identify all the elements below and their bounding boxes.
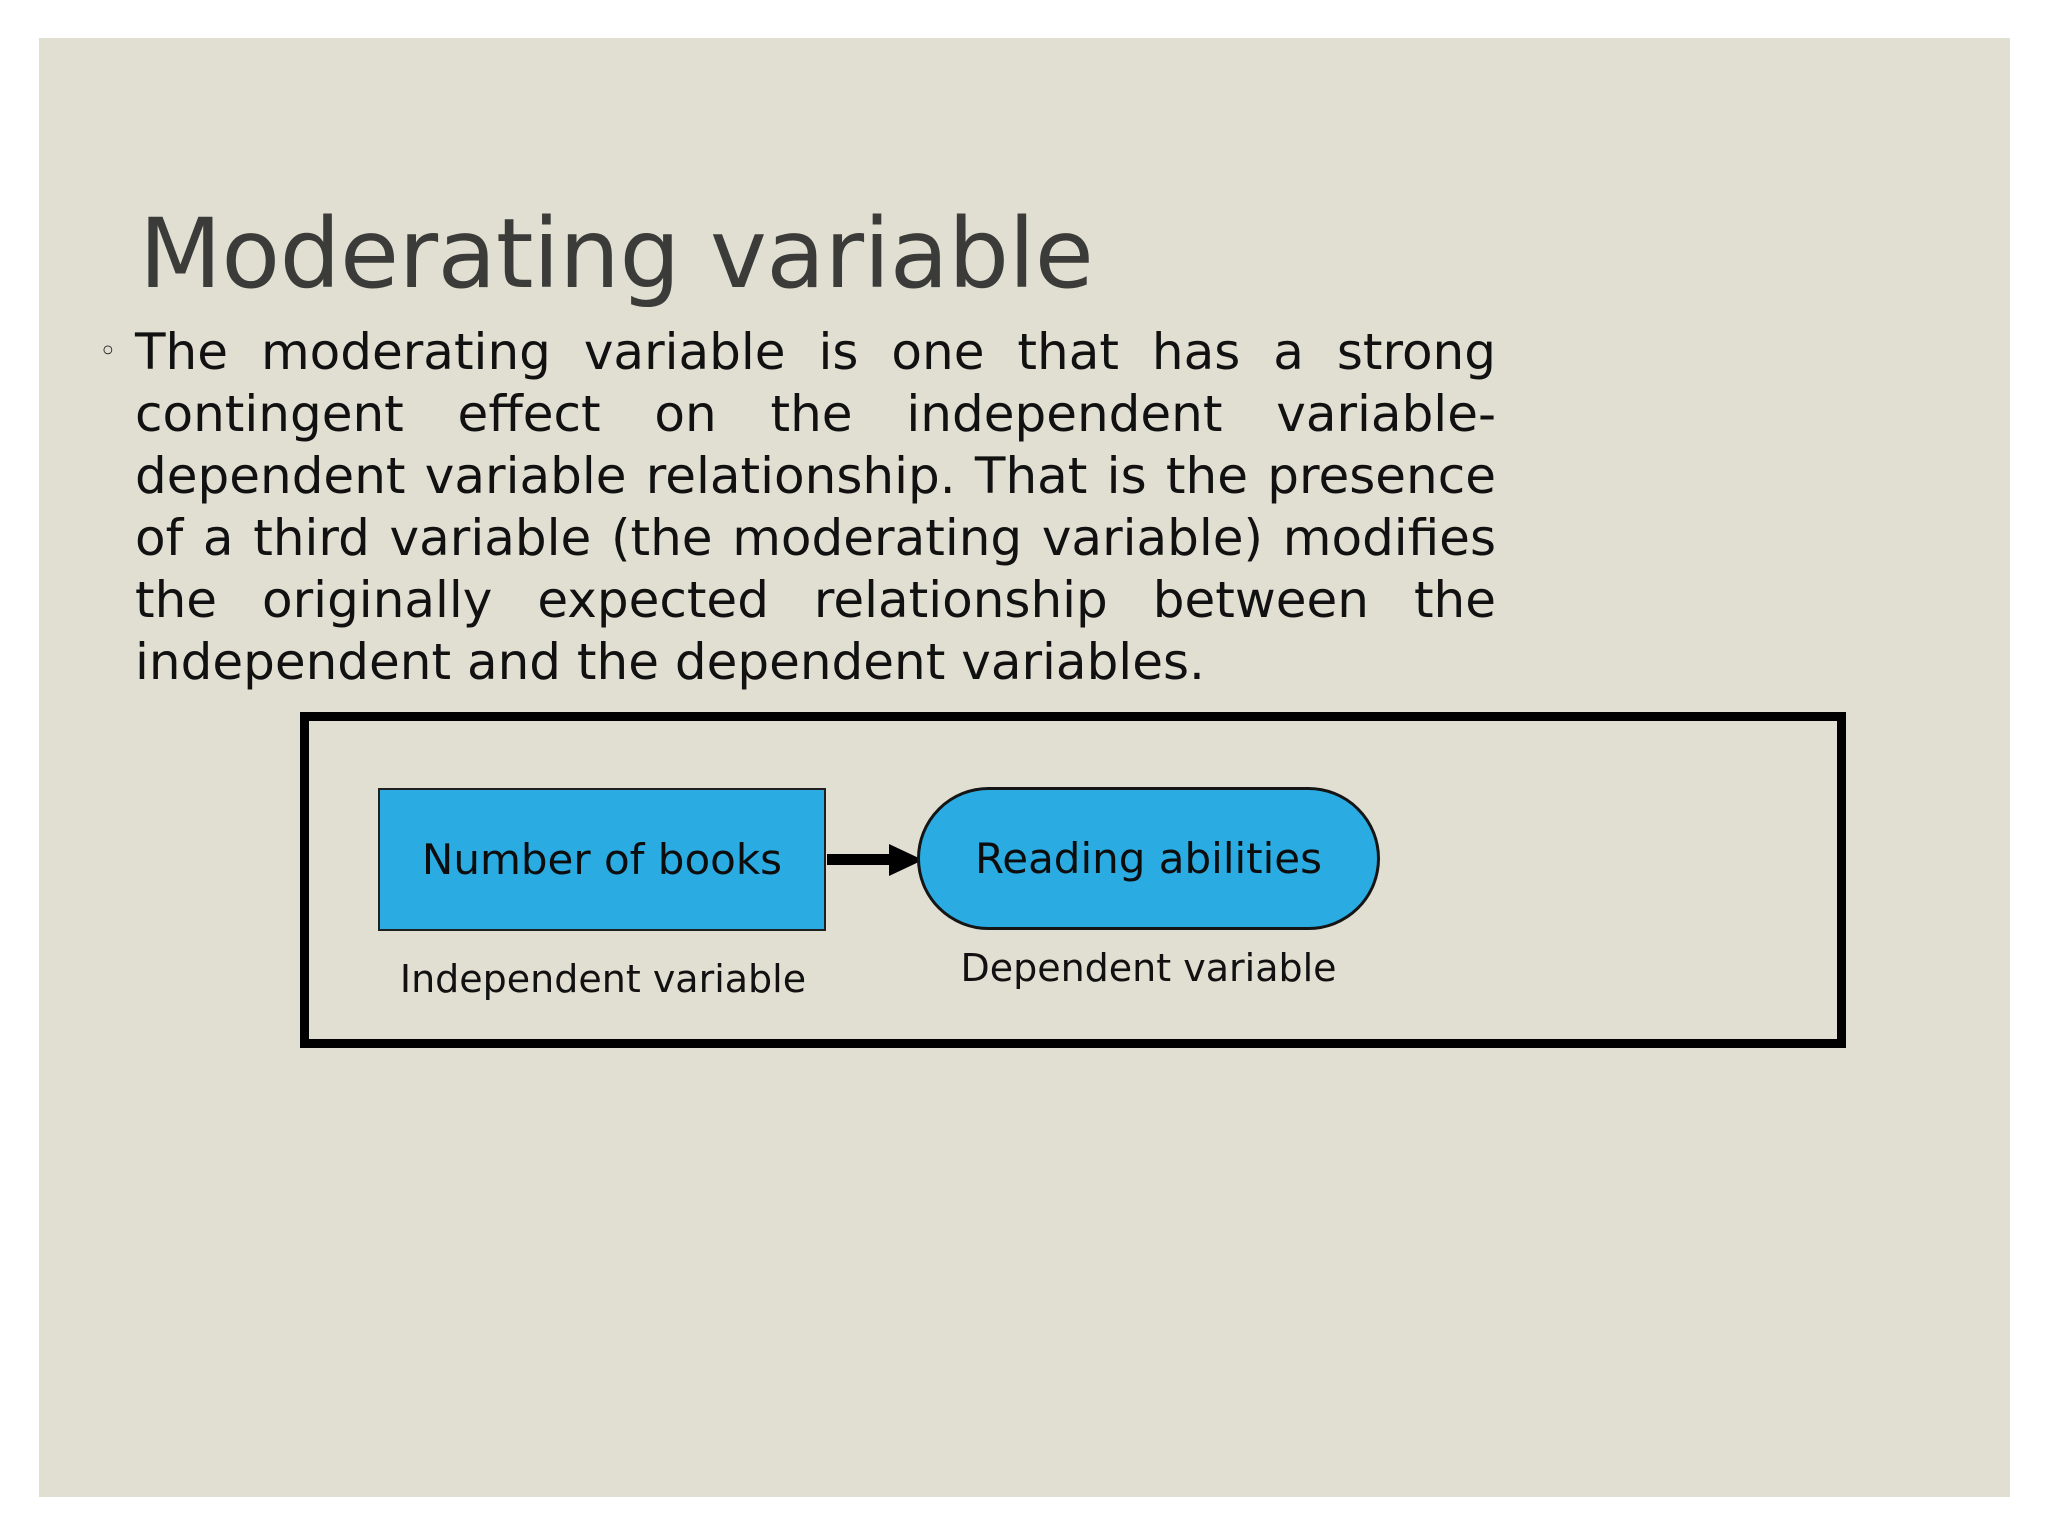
dependent-variable-caption: Dependent variable	[960, 946, 1337, 990]
bullet-list-item: ◦ The moderating variable is one that ha…	[91, 321, 1496, 693]
independent-variable-box-label: Number of books	[421, 834, 783, 884]
arrow-right-icon	[827, 843, 923, 877]
slide-canvas: Moderating variable ◦ The moderating var…	[39, 38, 2010, 1497]
diagram-frame: Number of books Reading abilities Indepe…	[300, 712, 1846, 1048]
independent-variable-box: Number of books	[378, 788, 826, 931]
page-title: Moderating variable	[139, 198, 1094, 310]
bullet-paragraph-text: The moderating variable is one that has …	[135, 323, 1496, 691]
dependent-variable-pill-label: Reading abilities	[974, 833, 1323, 883]
body-text-block: ◦ The moderating variable is one that ha…	[91, 321, 1496, 693]
independent-variable-caption: Independent variable	[399, 957, 807, 1001]
bullet-marker-icon: ◦	[99, 334, 117, 369]
dependent-variable-pill: Reading abilities	[917, 787, 1380, 930]
